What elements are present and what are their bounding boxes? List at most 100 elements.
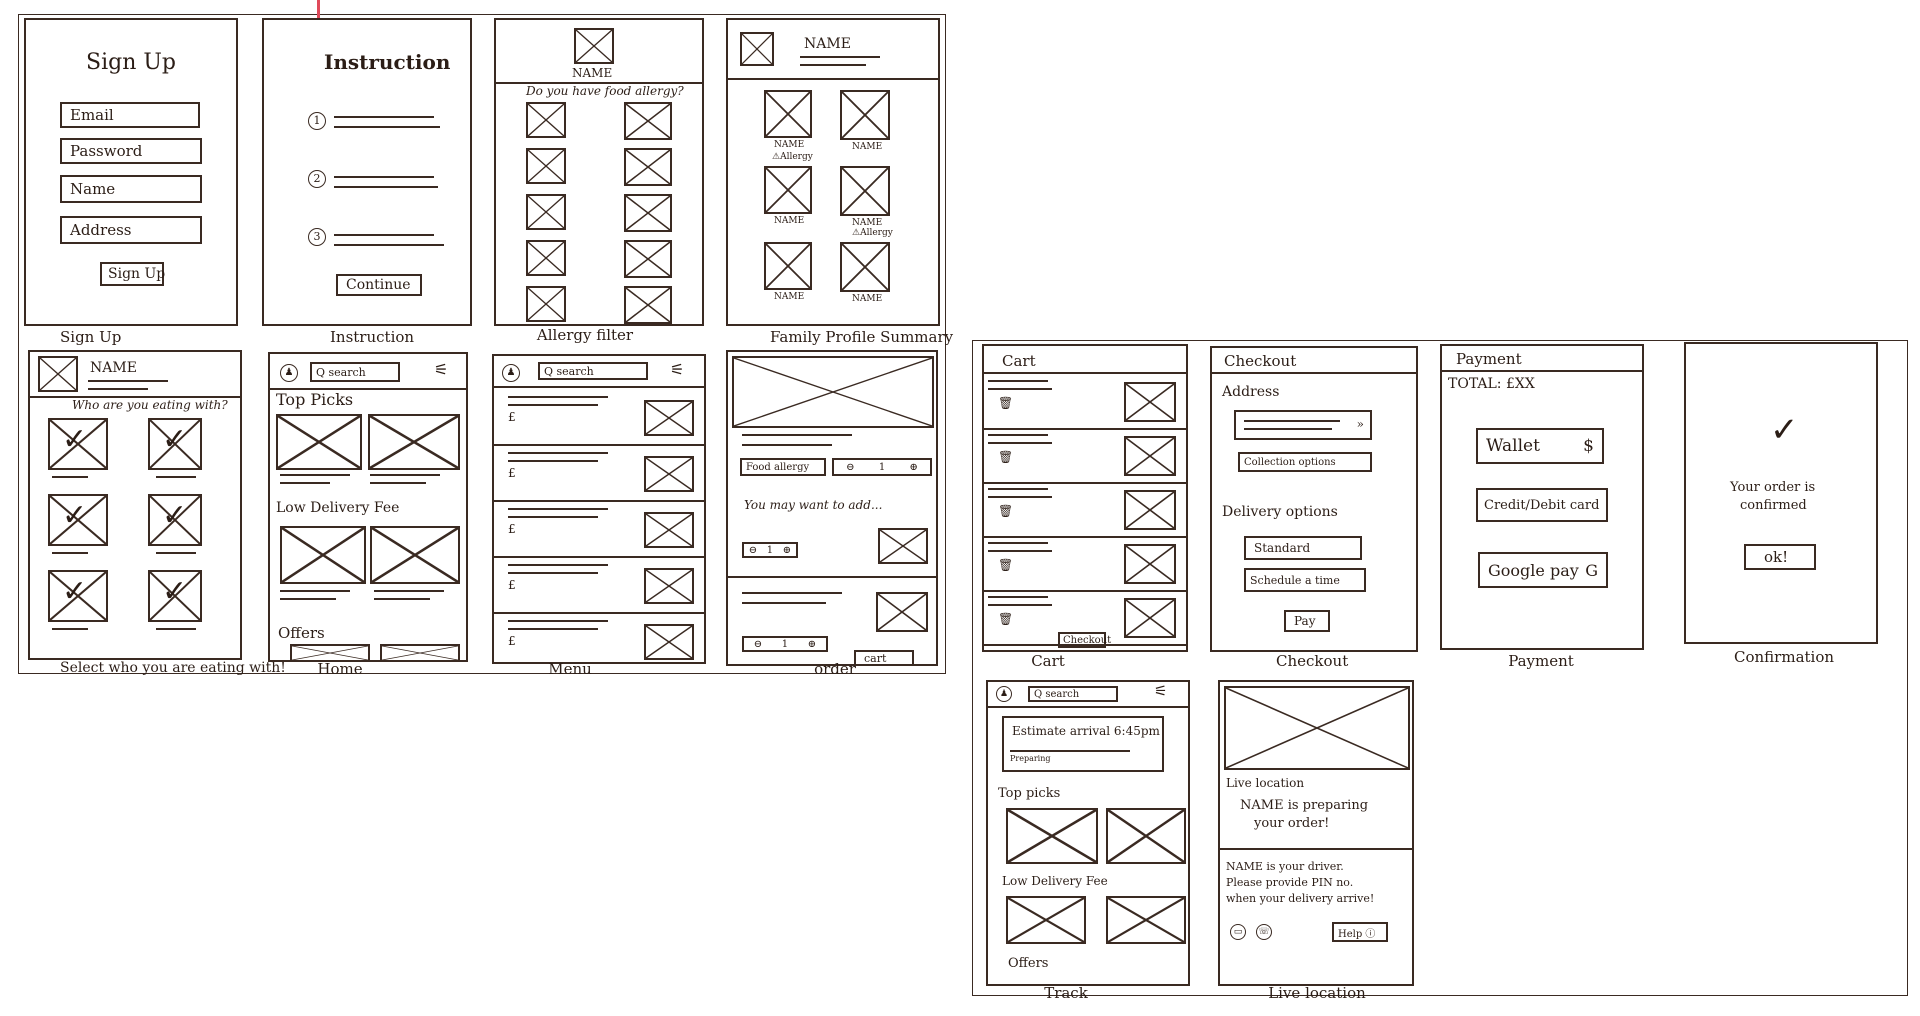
line [88, 388, 148, 390]
line [742, 434, 852, 436]
allergy-name: NAME [572, 66, 613, 80]
standard-button[interactable]: Standard [1244, 536, 1362, 560]
track-filter-icon[interactable]: ⚟ [1154, 682, 1168, 700]
plus-icon[interactable]: ⊕ [807, 638, 817, 650]
allergy-item-right [624, 286, 672, 324]
message-icon[interactable]: ▭ [1230, 924, 1246, 940]
menu-filter-icon[interactable]: ⚟ [670, 360, 685, 379]
wallet-button[interactable]: Wallet$ [1476, 428, 1604, 464]
trash-icon: 🗑 [998, 396, 1014, 410]
screen-allergy: NAME Do you have food allergy? [494, 18, 704, 326]
checkout-title: Checkout [1224, 352, 1297, 370]
driver-line-3: when your delivery arrive! [1226, 892, 1375, 905]
menu-search[interactable]: Q search [538, 362, 648, 380]
divider [30, 396, 240, 398]
line [52, 628, 88, 630]
home-offer-1 [290, 644, 370, 660]
member-check-right: ✓ [148, 570, 202, 622]
check-icon[interactable]: ✓ [62, 574, 88, 609]
check-icon[interactable]: ✓ [162, 574, 188, 609]
pay-button[interactable]: Pay [1284, 610, 1330, 632]
filter-icon[interactable]: ⚟ [434, 360, 449, 379]
family-member-right [840, 166, 890, 216]
line [494, 444, 704, 446]
menu-price: £ [508, 466, 516, 480]
check-icon[interactable]: ✓ [62, 422, 88, 457]
line [988, 442, 1052, 444]
screen-menu: ♟ Q search ⚟ £££££ [492, 354, 706, 664]
caption-family: Family Profile Summary [770, 328, 954, 346]
check-icon[interactable]: ✓ [62, 498, 88, 533]
track-search[interactable]: Q search [1028, 686, 1118, 702]
email-field[interactable]: Email [60, 102, 200, 128]
payment-total: TOTAL: £XX [1448, 376, 1535, 392]
status-text: Preparing [1010, 754, 1051, 763]
cart-button[interactable]: cart [854, 650, 914, 664]
check-icon[interactable]: ✓ [162, 422, 188, 457]
screen-confirm: ✓ Your order is confirmed ok! [1684, 342, 1878, 644]
line [1244, 428, 1332, 430]
line [984, 644, 1186, 646]
check-icon[interactable]: ✓ [162, 498, 188, 533]
track-avatar-icon: ♟ [996, 686, 1012, 702]
collection-options-button[interactable]: Collection options [1238, 452, 1372, 472]
schedule-button[interactable]: Schedule a time [1244, 568, 1366, 592]
allergy-item-left [526, 102, 566, 138]
prep-line-1: NAME is preparing [1240, 798, 1369, 813]
qty-value-3: 1 [781, 638, 789, 650]
divider [984, 372, 1186, 374]
home-offer-2 [380, 644, 460, 660]
screen-payment: Payment TOTAL: £XX Wallet$ Credit/Debit … [1440, 344, 1644, 650]
home-search[interactable]: Q search [310, 362, 400, 382]
minus-icon[interactable]: ⊖ [753, 638, 763, 650]
family-label-right: NAME [852, 294, 883, 304]
checkout-button[interactable]: Checkout [1058, 632, 1111, 648]
plus-icon[interactable]: ⊕ [782, 544, 792, 556]
avatar-icon: ♟ [280, 364, 298, 382]
divider [728, 576, 936, 578]
eta-text: Estimate arrival 6:45pm [1012, 724, 1160, 738]
line [508, 620, 608, 622]
divider [988, 706, 1188, 708]
password-field[interactable]: Password [60, 138, 202, 164]
qty-stepper[interactable]: ⊖1⊕ [832, 458, 932, 476]
line [334, 234, 434, 236]
call-icon[interactable]: ☏ [1256, 924, 1272, 940]
track-pick-2 [1106, 808, 1186, 864]
screen-checkout: Checkout Address » Collection options De… [1210, 346, 1418, 652]
line [156, 476, 196, 478]
offers-label: Offers [278, 624, 325, 642]
address-box[interactable]: » [1234, 410, 1372, 440]
continue-button[interactable]: Continue [336, 274, 422, 296]
family-label-right: NAME [852, 142, 883, 152]
line [1010, 750, 1130, 752]
payment-title: Payment [1456, 350, 1522, 368]
minus-icon[interactable]: ⊖ [748, 544, 758, 556]
address-label: Address [1222, 384, 1280, 400]
card-button[interactable]: Credit/Debit card [1476, 488, 1608, 522]
menu-price: £ [508, 578, 516, 592]
qty-stepper-2[interactable]: ⊖1⊕ [742, 542, 798, 558]
signup-button[interactable]: Sign Up [100, 262, 165, 286]
caption-select: Select who you are eating with! [60, 660, 286, 676]
address-field[interactable]: Address [60, 216, 202, 244]
minus-icon[interactable]: ⊖ [846, 461, 855, 473]
line [742, 592, 842, 594]
member-check-left: ✓ [48, 418, 108, 470]
line [508, 516, 598, 518]
line [508, 452, 608, 454]
check-icon: ✓ [1770, 410, 1799, 450]
family-member-left [764, 242, 812, 290]
instruction-title: Instruction [324, 50, 451, 74]
ok-button[interactable]: ok! [1744, 544, 1816, 570]
line [988, 434, 1048, 436]
map-image [1224, 686, 1410, 770]
screen-signup: Sign Up Email Password Name Address Sign… [24, 18, 238, 326]
qty-stepper-3[interactable]: ⊖ 1 ⊕ [742, 636, 828, 652]
help-button[interactable]: Help ⓘ [1332, 922, 1388, 942]
name-field[interactable]: Name [60, 175, 202, 203]
line [1244, 420, 1340, 422]
line [374, 598, 430, 600]
plus-icon[interactable]: ⊕ [909, 461, 918, 473]
